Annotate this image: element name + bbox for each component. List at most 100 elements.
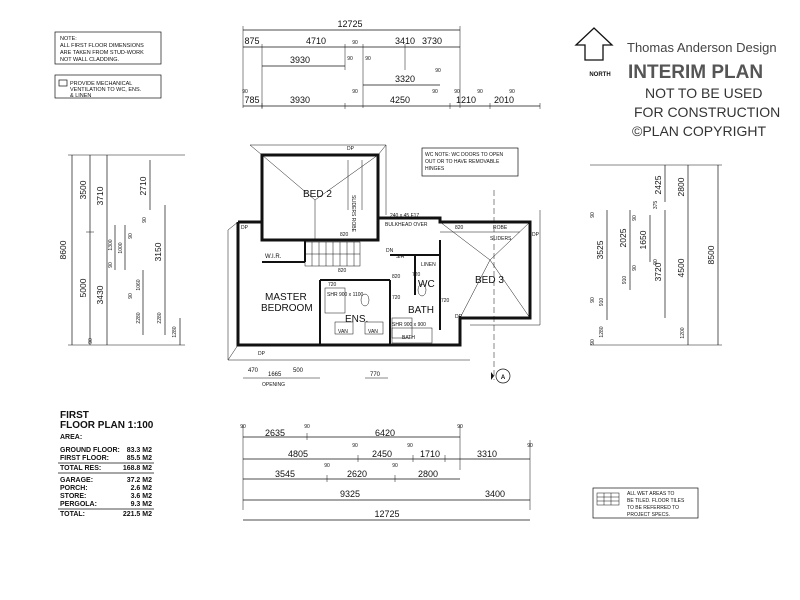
right-dim-n: 910 bbox=[599, 298, 605, 307]
room-linen: LINEN bbox=[421, 262, 436, 268]
bottom-r2-dim-f: 3310 bbox=[477, 449, 497, 459]
right-dim-f: 90 bbox=[632, 215, 638, 221]
wet-areas-note: ALL WET AREAS TO BE TILED. FLOOR TILES T… bbox=[592, 487, 699, 519]
north-arrow-icon: NORTH bbox=[574, 27, 614, 78]
right-dim-l: 3720 bbox=[653, 262, 663, 281]
room-master-1: MASTER bbox=[265, 292, 307, 303]
area-row-5-label: STORE: bbox=[60, 493, 86, 500]
bottom-r1-dim-e: 90 bbox=[457, 424, 463, 430]
wet-note-line1: ALL WET AREAS TO bbox=[627, 491, 674, 497]
total-label: TOTAL: bbox=[60, 511, 85, 518]
note1-line3: ARE TAKEN FROM STUD-WORK bbox=[60, 50, 144, 56]
total-value: 221.5 M2 bbox=[123, 511, 152, 518]
bulkhead-2: BULKHEAD OVER bbox=[385, 222, 428, 228]
wet-note-line3: TO BE REFERRED TO bbox=[627, 505, 679, 511]
top-overall-dim: 12725 bbox=[337, 19, 362, 29]
sa-label: S/A bbox=[396, 254, 405, 260]
left-dim-q: 2280 bbox=[157, 312, 163, 323]
top-r1-dim-a: 875 bbox=[244, 36, 259, 46]
left-dim-r: 1280 bbox=[172, 326, 178, 337]
top-r4-dim-d: 1210 bbox=[456, 95, 476, 105]
room-wc: WC bbox=[418, 279, 435, 290]
shower-1 bbox=[324, 287, 346, 314]
note-box-dimensions: NOTE: ALL FIRST FLOOR DIMENSIONS ARE TAK… bbox=[54, 31, 162, 65]
stamp-line2: FOR CONSTRUCTION bbox=[634, 104, 780, 120]
wet-note-line2: BE TILED. FLOOR TILES bbox=[627, 498, 685, 504]
right-dim-b: 2800 bbox=[676, 177, 686, 196]
left-dim-f: 5000 bbox=[78, 278, 88, 297]
top-r2-dim-b: 90 bbox=[347, 56, 353, 62]
right-dim-k: 90 bbox=[653, 259, 659, 265]
room-master-2: BEDROOM bbox=[261, 303, 313, 314]
right-dim-s: 1200 bbox=[680, 327, 686, 338]
stairs bbox=[304, 241, 361, 267]
top-r2-dim-a: 3930 bbox=[290, 55, 310, 65]
north-label: NORTH bbox=[589, 72, 610, 78]
wc-note-line3: HINGES bbox=[425, 166, 445, 172]
area-row-6-value: 9.3 M2 bbox=[131, 501, 153, 508]
note2-line2: VENTILATION TO WC, ENS. bbox=[70, 87, 142, 93]
left-dim-k: 90 bbox=[128, 233, 134, 239]
wc-note-line1: WC NOTE: WC DOORS TO OPEN bbox=[425, 152, 504, 158]
opening-label: OPENING bbox=[262, 382, 285, 388]
bottom-overall-dim: 12725 bbox=[374, 509, 399, 519]
top-r1-dim-b: 4710 bbox=[306, 36, 326, 46]
area-heading: AREA: bbox=[60, 434, 82, 441]
dp-label-5: DP bbox=[455, 314, 463, 320]
bottom-r2-dim-b: 90 bbox=[352, 443, 358, 449]
right-dim-o: 910 bbox=[622, 276, 628, 285]
top-r1-dim-c: 90 bbox=[352, 40, 358, 46]
right-dim-q: 90 bbox=[590, 339, 596, 345]
dim-below-1: 470 bbox=[248, 368, 259, 374]
tile-grid-icon bbox=[596, 492, 620, 506]
plan-title-1: FIRST bbox=[60, 410, 89, 421]
left-dim-o: 2280 bbox=[136, 312, 142, 323]
stamp-company: Thomas Anderson Design bbox=[627, 40, 777, 55]
left-overall-dim: 8600 bbox=[58, 240, 68, 259]
top-r4-dim-g: 90 bbox=[352, 89, 358, 95]
door-width-1: 820 bbox=[340, 232, 349, 238]
left-dim-m: 1060 bbox=[136, 279, 142, 290]
bottom-r1-dim-d: 6420 bbox=[375, 428, 395, 438]
top-r2-dim-c: 90 bbox=[365, 56, 371, 62]
bottom-r4-dim-a: 9325 bbox=[340, 489, 360, 499]
door-width-7: 720 bbox=[328, 282, 337, 288]
bottom-dimension-lines: 90 2635 90 6420 90 4805 90 2450 90 1710 … bbox=[240, 424, 533, 521]
bottom-r3-dim-a: 3545 bbox=[275, 469, 295, 479]
note1-line2: ALL FIRST FLOOR DIMENSIONS bbox=[60, 43, 144, 49]
bottom-r2-dim-c: 2450 bbox=[372, 449, 392, 459]
vanity-2 bbox=[364, 321, 384, 335]
right-dim-a: 2425 bbox=[653, 175, 663, 194]
van-2: VAN bbox=[368, 329, 378, 335]
door-width-2: 820 bbox=[455, 225, 464, 231]
room-sliders: SLIDERS bbox=[490, 236, 512, 242]
top-r4-dim-f: 90 bbox=[242, 89, 248, 95]
wet-note-line4: PROJECT SPECS. bbox=[627, 512, 670, 518]
top-dimension-lines: 12725 875 4710 90 3410 3730 3930 90 90 9… bbox=[242, 19, 541, 109]
bulkhead-1: 240 x 45 F17 bbox=[390, 213, 419, 219]
wc-note-line2: OUT OR TO HAVE REMOVABLE bbox=[425, 159, 500, 165]
shr-2: SHR 900 x 900 bbox=[392, 322, 426, 328]
toilet-ens bbox=[360, 293, 370, 307]
stamp-line1: NOT TO BE USED bbox=[645, 85, 762, 101]
top-r1-dim-d: 3410 bbox=[395, 36, 415, 46]
dim-below-3: 500 bbox=[293, 368, 304, 374]
shr-1: SHR 900 x 1100 bbox=[327, 292, 364, 298]
left-dim-i: 90 bbox=[108, 262, 114, 268]
area-row-2-label: FIRST FLOOR: bbox=[60, 455, 109, 462]
interim-plan-stamp: Thomas Anderson Design INTERIM PLAN NOT … bbox=[627, 40, 780, 139]
area-row-3-value: 37.2 M2 bbox=[127, 477, 152, 484]
room-robe: ROBE bbox=[493, 225, 508, 231]
area-row-1-label: GROUND FLOOR: bbox=[60, 447, 120, 454]
note1-line4: NOT WALL CLADDING. bbox=[60, 57, 120, 63]
plan-title-2: FLOOR PLAN 1:100 bbox=[60, 420, 154, 431]
room-bed3: BED 3 bbox=[475, 275, 504, 286]
dp-label-1: DP bbox=[347, 146, 355, 152]
van-1: VAN bbox=[338, 329, 348, 335]
dim-below-2: 1665 bbox=[268, 372, 282, 378]
bath-tub-label: BATH bbox=[402, 335, 415, 341]
right-dim-m: 4500 bbox=[676, 258, 686, 277]
right-dim-e: 90 bbox=[590, 212, 596, 218]
total-res-value: 168.8 M2 bbox=[123, 465, 152, 472]
